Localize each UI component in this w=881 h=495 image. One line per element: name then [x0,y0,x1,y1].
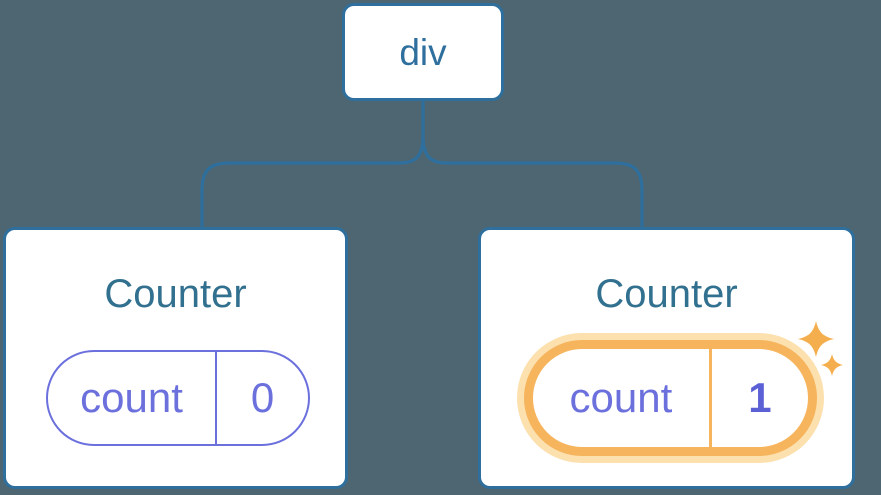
root-node-div: div [342,3,504,101]
counter-title-right: Counter [595,272,738,316]
root-node-label: div [399,31,447,73]
counter-title-left: Counter [104,272,247,316]
connector-right-branch [421,134,644,230]
state-value-right: 1 [748,374,772,421]
counter-card-right: Counter count 1 [478,227,855,489]
state-pill-right-highlighted: count 1 [524,340,817,456]
state-key-left: count [48,352,217,444]
state-key-right: count [533,349,712,447]
state-value-left: 0 [250,374,275,421]
counter-card-left: Counter count 0 [3,227,348,489]
connector-left-branch [200,134,425,230]
state-pill-left: count 0 [46,350,310,446]
